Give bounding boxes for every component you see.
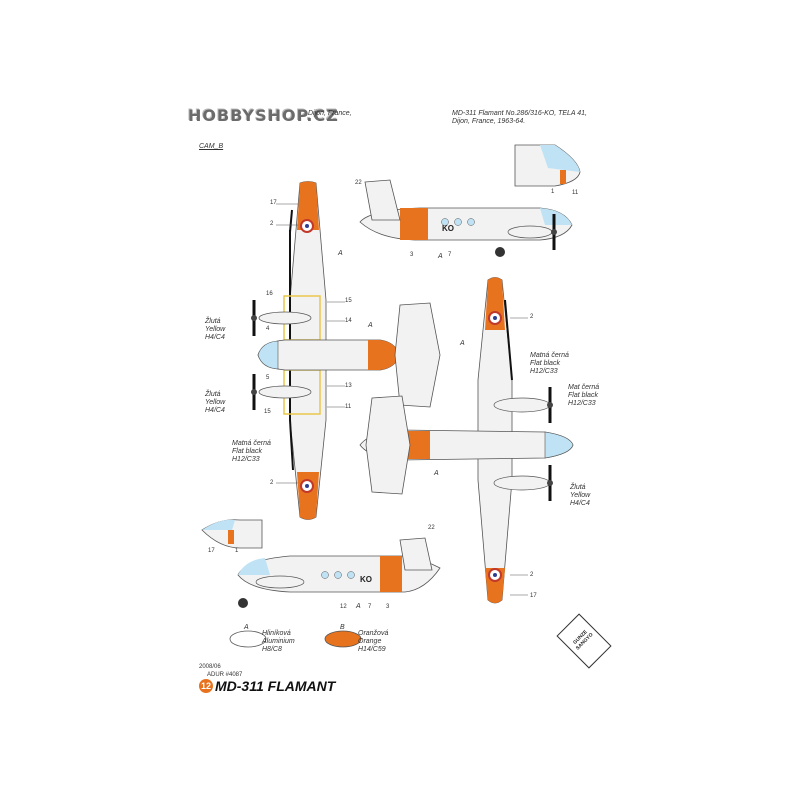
part-number-2c: 2 — [530, 314, 534, 320]
marker-a-6: A — [356, 603, 361, 610]
code-ko-upper: KO — [442, 224, 454, 233]
part-number-2: 2 — [270, 221, 274, 227]
sheet-number-badge: 12 — [199, 679, 213, 693]
part-number-7: 7 — [448, 252, 452, 258]
part-number-8c: 17 — [208, 548, 215, 554]
side-view-upper — [359, 179, 573, 257]
part-number-17: 16 — [266, 291, 273, 297]
part-number-11: 11 — [345, 404, 352, 410]
part-number-2b: 2 — [270, 480, 274, 486]
model-title: MD-311 FLAMANT — [215, 678, 336, 694]
legend-a-letter: A — [244, 624, 249, 631]
cam-label: CAM_B — [199, 143, 224, 150]
part-number-8b: 17 — [530, 593, 537, 599]
marker-a-3: A — [460, 340, 465, 347]
watermark-text: HOBBYSHOP.CZ — [188, 106, 339, 125]
part-number-9: 11 — [572, 190, 579, 196]
part-number-5: 5 — [266, 375, 270, 381]
part-number-3: 3 — [410, 252, 414, 258]
orange-swatch — [324, 630, 362, 648]
code-ko-lower: KO — [360, 575, 372, 584]
footer-date: 2008/06 — [199, 664, 221, 670]
part-number-3b: 3 — [386, 604, 390, 610]
part-number-2d: 2 — [530, 572, 534, 578]
part-number-13: 12 — [340, 604, 347, 610]
legend-b-letter: B — [340, 624, 345, 631]
marker-a-4: A — [434, 470, 439, 477]
part-number-16: 15 — [264, 409, 271, 415]
marker-a-2: A — [368, 322, 373, 329]
part-number-4: 4 — [266, 326, 270, 332]
part-number-8: 17 — [270, 200, 277, 206]
nose-detail-upper — [514, 144, 581, 187]
part-number-14: 14 — [345, 318, 352, 324]
left-caption: Dijon, France, — [308, 110, 352, 117]
top-view-aircraft — [251, 181, 441, 520]
part-number-15: 15 — [345, 298, 352, 304]
part-number-12: 13 — [345, 383, 352, 389]
footer-kit: ADUR #4087 — [207, 672, 243, 678]
side-view-lower — [237, 537, 441, 608]
part-number-1: 1 — [551, 189, 555, 195]
part-number-1b: 1 — [235, 548, 239, 554]
nose-detail-lower — [201, 519, 263, 549]
marker-a-1: A — [338, 250, 343, 257]
bottom-view-aircraft — [359, 277, 574, 604]
aluminium-swatch — [229, 630, 267, 648]
part-number-7b: 7 — [368, 604, 372, 610]
right-caption: MD-311 Flamant No.286/316-KO, TELA 41, D… — [452, 110, 588, 125]
part-number-22: 22 — [355, 180, 362, 186]
marker-a-5: A — [438, 253, 443, 260]
part-number-22b: 22 — [428, 525, 435, 531]
